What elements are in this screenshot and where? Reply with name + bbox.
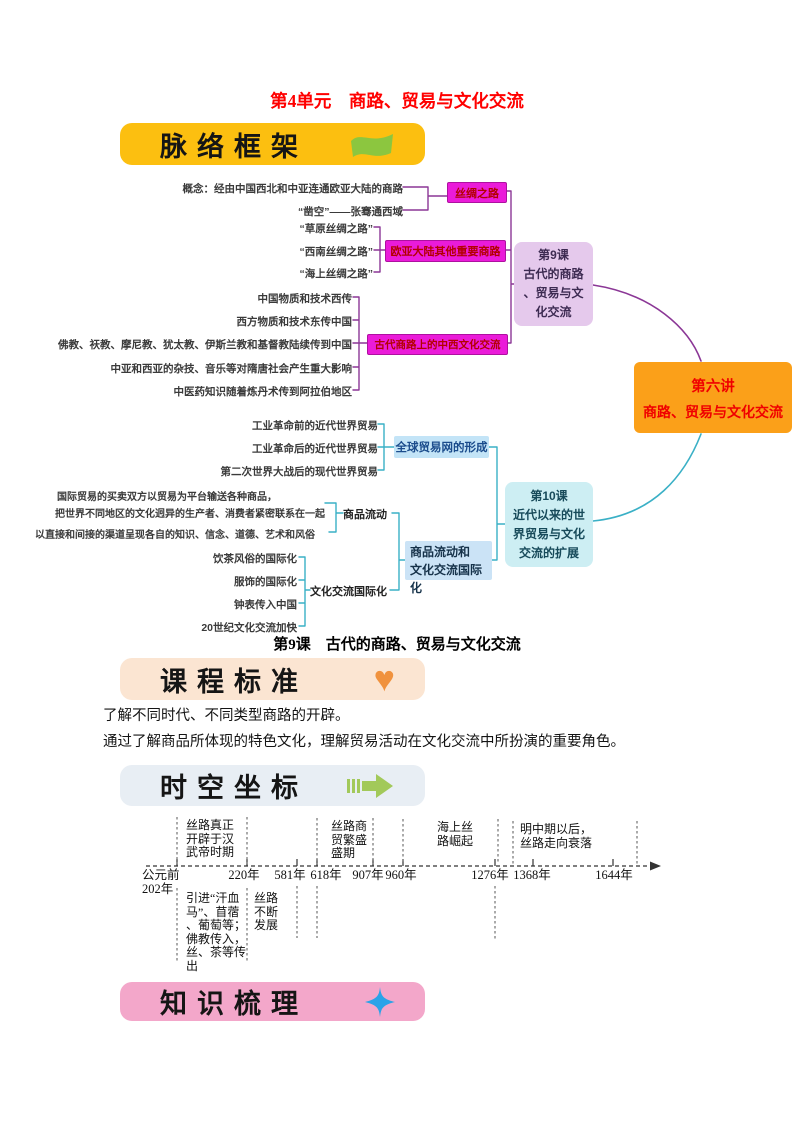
timeline-event: 丝路商贸繁盛盛期: [331, 819, 368, 860]
section-header-label: 脉络框架: [160, 131, 308, 162]
connector-flow-trunk: [389, 512, 406, 591]
mindmap-leaf: “西南丝绸之路”: [299, 246, 374, 258]
sparkle-icon: [365, 986, 395, 1017]
section-header-label: 知识梳理: [160, 989, 308, 1019]
root-box-line: 第六讲: [691, 379, 735, 395]
lesson10-box-line: 第10课: [530, 489, 568, 503]
mindmap-leaf: 饮茶风俗的国际化: [213, 553, 297, 565]
connector-lesson9-root-curve: [592, 284, 702, 362]
timeline-year: 618年: [310, 868, 342, 882]
timeline-year: 1368年: [513, 868, 551, 882]
mindmap-leaf: 工业革命前的近代世界贸易: [252, 420, 378, 432]
section-header-framework: 脉络框架: [120, 123, 425, 165]
timeline-year: 581年: [274, 868, 306, 882]
arrow-right-icon: [347, 772, 395, 800]
mindmap-leaf: “草原丝绸之路”: [299, 223, 374, 235]
connector-lesson10-root-curve: [592, 433, 702, 522]
intl-label: 文化交流国际化: [310, 586, 387, 598]
lesson9-heading: 第9课 古代的商路、贸易与文化交流: [273, 637, 521, 653]
timeline-event: 丝路不断发展: [254, 891, 279, 932]
mindmap-leaf: 概念：经由中国西北和中亚连通欧亚大陆的商路: [182, 183, 404, 195]
mindmap-leaf: 第二次世界大战后的现代世界贸易: [220, 466, 379, 478]
mindmap-leaf: 中医药知识随着炼丹术传到阿拉伯地区: [173, 386, 353, 398]
branch-box-line: 商品流动和: [410, 545, 471, 559]
timeline-year: 907年: [352, 868, 384, 882]
mindmap-leaf: 以直接和间接的渠道呈现各自的知识、信念、道德、艺术和风俗: [35, 530, 315, 541]
connector-ancient-group: [352, 296, 368, 391]
connector-flow-leaves: [324, 502, 344, 533]
mindmap-leaf: 中亚和西亚的杂技、音乐等对隋唐社会产生重大影响: [110, 363, 353, 375]
mindmap-leaf: 国际贸易的买卖双方以贸易为平台输送各种商品，: [57, 492, 277, 503]
mindmap-leaf: 20世纪文化交流加快: [201, 622, 297, 634]
branch-box-eurasia-routes: 欧亚大陆其他重要商路: [385, 240, 506, 262]
timeline-event: 引进“汗血马”、苜蓿、葡萄等；佛教传入，丝、茶等传出: [186, 891, 247, 973]
lesson9-box-line: 古代的商路: [523, 267, 584, 281]
mindmap-leaf: 西方物质和技术东传中国: [236, 316, 353, 328]
mindmap-leaf: 佛教、祆教、摩尼教、犹太教、伊斯兰教和基督教陆续传到中国: [58, 339, 352, 351]
section-header-standard: 课程标准 ♥: [120, 658, 425, 700]
lesson9-box-line: 第9课: [538, 248, 569, 262]
mindmap-leaf: 把世界不同地区的文化迥异的生产者、消费者紧密联系在一起: [55, 509, 325, 520]
mindmap-leaf: “海上丝绸之路”: [299, 268, 374, 280]
lesson9-box-line: 、贸易与文: [523, 286, 584, 300]
timeline-year: 1644年: [595, 868, 633, 882]
mindmap-leaf: 工业革命后的近代世界贸易: [252, 443, 378, 455]
section-header-coords: 时空坐标: [120, 765, 425, 806]
timeline-year: 1276年: [471, 868, 509, 882]
timeline-year: 220年: [228, 868, 260, 882]
branch-box-flow-and-intl: 商品流动和 文化交流国际化: [405, 541, 492, 595]
branch-box-line: 文化交流国际化: [410, 563, 483, 595]
mindmap-leaf: 钟表传入中国: [234, 599, 297, 611]
timeline-axis-arrow: [650, 861, 661, 871]
timeline-event: 海上丝路崛起: [437, 820, 474, 848]
timeline-event: 丝路真正开辟于汉武帝时期: [186, 818, 235, 859]
standard-text-line: 了解不同时代、不同类型商路的开辟。: [103, 708, 350, 724]
root-box-unit6: 第六讲 商路、贸易与文化交流: [634, 362, 792, 433]
section-header-label: 时空坐标: [160, 773, 308, 803]
lesson9-box-line: 化交流: [535, 305, 572, 319]
connector-global-group: [377, 423, 395, 471]
lesson9-box: 第9课 古代的商路 、贸易与文 化交流: [514, 242, 593, 326]
mindmap-leaf: “凿空”——张骞通西域: [298, 206, 403, 218]
mindmap-leaf: 服饰的国际化: [234, 576, 297, 588]
lesson10-box-line: 交流的扩展: [518, 546, 579, 560]
connector-lesson9-trunk: [503, 190, 515, 344]
timeline-ticks: [176, 859, 614, 866]
standard-text-line: 通过了解商品所体现的特色文化，理解贸易活动在文化交流中所扮演的重要角色。: [103, 734, 625, 750]
heart-icon: ♥: [373, 658, 395, 699]
connector-eurasia-group: [373, 226, 386, 273]
branch-box-ancient-exchange: 古代商路上的中西文化交流: [367, 334, 508, 355]
connector-intl-group: [298, 556, 311, 627]
connector-silk-group: [402, 186, 448, 211]
lesson10-box-line: 界贸易与文化: [512, 527, 585, 541]
timeline-year: 960年: [385, 868, 417, 882]
flow-label: 商品流动: [343, 509, 387, 521]
page-title: 第4单元 商路、贸易与文化交流: [270, 91, 524, 111]
flag-icon: [349, 129, 395, 159]
lesson10-box-line: 近代以来的世: [512, 508, 585, 522]
branch-box-global-trade-network: 全球贸易网的形成: [394, 436, 489, 458]
section-header-knowledge: 知识梳理: [120, 982, 425, 1021]
mindmap-leaf: 中国物质和技术西传: [257, 293, 353, 305]
branch-box-silk-road: 丝绸之路: [447, 182, 507, 203]
timeline-year: 公元前202年: [142, 868, 180, 896]
root-box-line: 商路、贸易与文化交流: [643, 404, 783, 420]
section-header-label: 课程标准: [160, 666, 308, 697]
timeline-event: 明中期以后，丝路走向衰落: [520, 822, 593, 850]
lesson10-box: 第10课 近代以来的世 界贸易与文化 交流的扩展: [505, 482, 593, 567]
